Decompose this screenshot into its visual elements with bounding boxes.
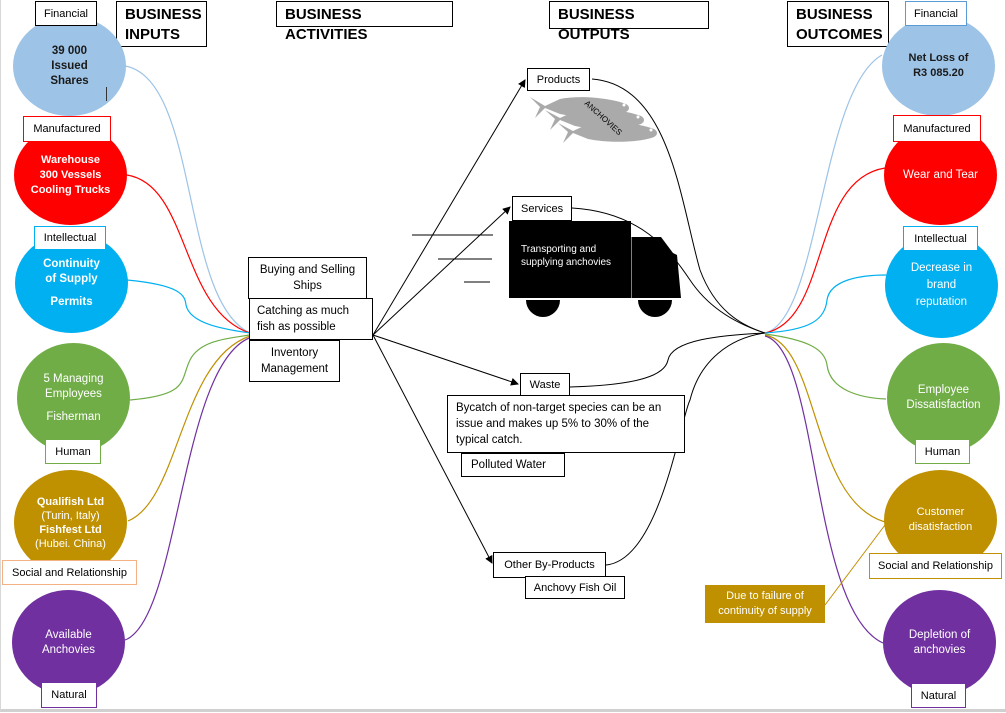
by-product-anchovy-fish-oil: Anchovy Fish Oil bbox=[525, 576, 625, 599]
link-manufactured-input bbox=[126, 174, 251, 334]
output-services: Services bbox=[512, 196, 572, 221]
link-outcome-note bbox=[824, 524, 886, 606]
input-natural-circle: Available Anchovies bbox=[12, 590, 125, 695]
output-products: Products bbox=[527, 68, 590, 91]
input-natural-label: Natural bbox=[41, 682, 97, 708]
arrow-to-services bbox=[372, 206, 511, 336]
output-other-by-products: Other By-Products bbox=[493, 552, 606, 578]
header-business-outputs: BUSINESS OUTPUTS bbox=[549, 1, 709, 43]
outcome-human-circle: Employee Dissatisfaction bbox=[887, 343, 1000, 453]
outcome-natural-circle: Depletion of anchovies bbox=[883, 590, 996, 695]
arrow-to-products bbox=[372, 79, 526, 336]
input-social-label: Social and Relationship bbox=[2, 560, 137, 585]
input-financial-circle: 39 000 Issued Shares bbox=[13, 16, 126, 116]
link-financial-outcome bbox=[764, 54, 883, 334]
outcome-social-label: Social and Relationship bbox=[869, 553, 1002, 579]
header-business-outcomes: BUSINESS OUTCOMES bbox=[787, 1, 889, 47]
activity-buying-selling-ships: Buying and Selling Ships bbox=[248, 257, 367, 299]
anchovies-graphic bbox=[530, 97, 657, 143]
outcome-human-label: Human bbox=[915, 439, 970, 464]
link-human-outcome bbox=[764, 333, 887, 400]
waste-polluted-water: Polluted Water bbox=[461, 453, 565, 477]
truck-icon bbox=[526, 237, 681, 317]
link-manufactured-outcome bbox=[764, 167, 886, 334]
input-human-circle: 5 Managing Employees Fisherman bbox=[17, 343, 130, 453]
input-human-label: Human bbox=[45, 439, 101, 464]
activity-catching-fish: Catching as much fish as possible bbox=[249, 298, 373, 340]
input-financial-label: Financial bbox=[35, 1, 97, 26]
link-social-input bbox=[127, 335, 251, 522]
input-manufactured-label: Manufactured bbox=[23, 116, 111, 142]
truck-cargo-box: Transporting and supplying anchovies bbox=[509, 221, 631, 298]
link-products-outcome bbox=[591, 78, 766, 334]
link-social-outcome bbox=[764, 334, 886, 523]
outcome-intellectual-label: Intellectual bbox=[903, 226, 978, 251]
arrow-to-by-products bbox=[372, 334, 493, 564]
link-natural-input bbox=[124, 336, 253, 641]
link-waste-outcome bbox=[569, 332, 766, 388]
header-business-inputs: BUSINESS INPUTS bbox=[116, 1, 207, 47]
input-intellectual-label: Intellectual bbox=[34, 226, 106, 250]
link-human-input bbox=[129, 334, 251, 401]
header-business-activities: BUSINESS ACTIVITIES bbox=[276, 1, 453, 43]
output-waste: Waste bbox=[520, 373, 570, 396]
link-intellectual-input bbox=[126, 279, 251, 334]
link-services-outcome bbox=[571, 207, 766, 334]
outcome-financial-circle: Net Loss of R3 085.20 bbox=[882, 16, 995, 116]
outcome-financial-label: Financial bbox=[905, 1, 967, 26]
link-natural-outcome bbox=[764, 335, 884, 644]
link-byproducts-outcome bbox=[605, 332, 766, 566]
activity-inventory-management: Inventory Management bbox=[249, 340, 340, 382]
waste-bycatch-note: Bycatch of non-target species can be an … bbox=[447, 395, 685, 453]
link-intellectual-outcome bbox=[764, 274, 887, 334]
text-cursor bbox=[106, 87, 107, 101]
outcome-note-supply-failure: Due to failure of continuity of supply bbox=[705, 585, 825, 623]
outcome-natural-label: Natural bbox=[911, 683, 966, 708]
input-social-circle: Qualifish Ltd (Turin, Italy) Fishfest Lt… bbox=[14, 470, 127, 575]
link-financial-input bbox=[124, 65, 251, 334]
outcome-manufactured-label: Manufactured bbox=[893, 115, 981, 142]
arrow-to-waste bbox=[372, 334, 519, 386]
